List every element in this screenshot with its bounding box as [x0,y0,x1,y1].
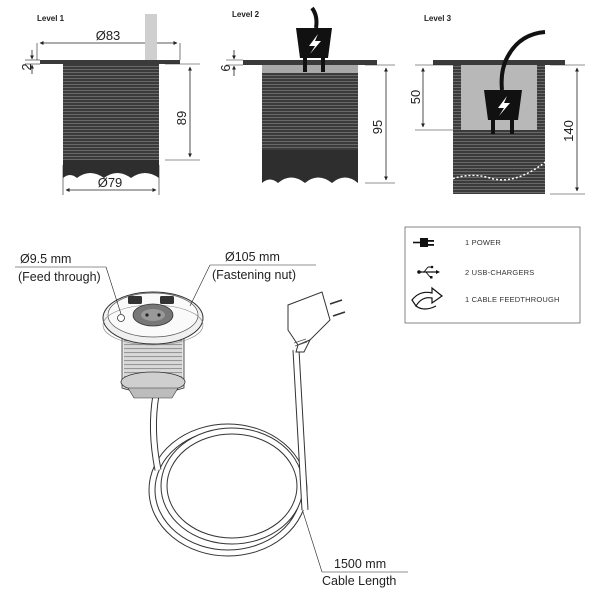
level-2-base [262,150,358,183]
fastening-nut-diameter: Ø105 mm [225,250,280,264]
level-3-drawing: Level 3 50 140 [408,14,585,195]
cable-length-value: 1500 mm [334,557,386,571]
level-2-drawing: Level 2 6 95 [218,6,395,184]
legend-feedthrough-label: 1 CABLE FEEDTHROUGH [465,295,560,304]
fastening-nut-label: (Fastening nut) [212,268,296,282]
product-illustration [102,291,346,557]
level-2-body [262,65,358,150]
level-1-body [63,64,159,160]
level-2-title: Level 2 [232,10,260,19]
level-1-height-dim: 89 [174,111,189,125]
level-1-cable-stub [145,14,157,60]
level-2-power-plug-icon [296,6,332,72]
level-3-body [453,130,545,194]
cable-loop [148,349,309,557]
level-1-flange [40,60,180,64]
feed-through-label: (Feed through) [18,270,101,284]
usb-icon [417,265,440,279]
socket-unit [102,291,204,399]
level-1-flange-dim: 2 [19,63,34,70]
legend-usb-label: 2 USB-CHARGERS [465,268,534,277]
level-3-power-plug-icon [484,30,546,134]
usb-port-left [128,296,142,304]
level-1-bottom-diameter: Ø79 [98,175,123,190]
level-1-top-diameter: Ø83 [96,28,121,43]
feed-through-hole [117,314,125,322]
level-1-title: Level 1 [37,14,65,23]
usb-port-right [160,296,174,304]
level-3-raised-dim: 50 [408,90,423,104]
power-plug-icon [413,238,434,247]
level-3-title: Level 3 [424,14,452,23]
callout-feed-through: Ø9.5 mm (Feed through) [15,252,122,315]
feed-through-diameter: Ø9.5 mm [20,252,71,266]
level-3-height-dim: 140 [561,120,576,142]
level-2-height-dim: 95 [370,120,385,134]
cable-length-label: Cable Length [322,574,396,588]
legend-box: 1 POWER 2 USB-CHARGERS 1 CABLE FEEDTHROU… [404,226,581,324]
level-1-drawing: Level 1 Ø83 2 89 Ø79 [19,14,200,195]
schuko-plug [287,291,346,353]
level-2-flange [243,60,377,65]
level-1-base [63,160,159,178]
callout-fastening-nut: Ø105 mm (Fastening nut) [189,250,316,307]
legend-power-label: 1 POWER [465,238,501,247]
callout-cable-length: 1500 mm Cable Length [302,511,408,588]
level-2-flange-dim: 6 [218,64,233,71]
level-3-flange [433,60,565,65]
cable-feedthrough-icon [411,286,444,310]
